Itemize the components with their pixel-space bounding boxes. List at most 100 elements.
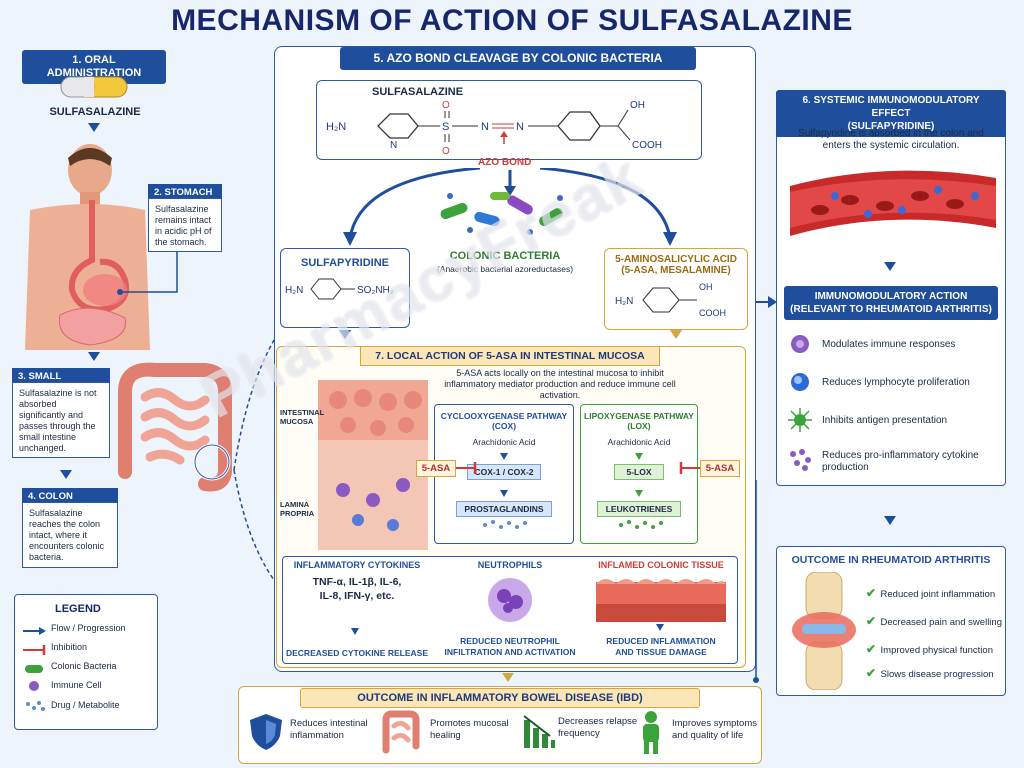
- step6-text: Sulfapyridine is absorbed in the colon a…: [798, 128, 984, 151]
- 5asa-tag-cox: 5-ASA: [416, 460, 456, 477]
- step1-drug-label: SULFASALAZINE: [49, 106, 141, 118]
- step5-header: 5. AZO BOND CLEAVAGE BY COLONIC BACTERIA: [340, 47, 696, 70]
- immuno-item: Inhibits antigen presentation: [822, 415, 948, 426]
- ra-item-text: Improved physical function: [880, 645, 993, 656]
- page-title: MECHANISM OF ACTION OF SULFASALAZINE: [171, 4, 853, 37]
- lymphocyte-icon: [791, 373, 809, 391]
- immuno-item: Modulates immune responses: [822, 339, 956, 350]
- legend-item: Immune Cell: [51, 680, 102, 690]
- cleavage-arrows: [343, 168, 677, 246]
- immuno-header: IMMUNOMODULATORY ACTION (RELEVANT TO RHE…: [784, 286, 998, 320]
- step4-header: 4. COLON: [22, 488, 118, 505]
- carboxyl-label: COOH: [632, 140, 662, 151]
- azo-nitrogen-label: N: [481, 121, 489, 133]
- lox-pathway-box: LIPOXYGENASE PATHWAY (LOX) Arachidonic A…: [580, 404, 698, 544]
- neutrophils-result-2: INFILTRATION AND ACTIVATION: [444, 647, 576, 657]
- ra-header: OUTCOME IN RHEUMATOID ARTHRITIS: [791, 554, 991, 566]
- azo-nitrogen-label: N: [516, 121, 524, 133]
- ra-item: ✔ Reduced joint inflammation: [866, 584, 995, 602]
- neutrophils-result-1: REDUCED NEUTROPHIL: [460, 636, 560, 646]
- ra-item-text: Decreased pain and swelling: [880, 617, 1002, 628]
- lox-enzyme: 5-LOX: [614, 464, 664, 480]
- legend-box: LEGEND Flow / Progression Inhibition Col…: [14, 594, 158, 730]
- leukotriene-dots: [619, 520, 663, 529]
- flow-arrow: [60, 470, 72, 479]
- amine-label: H₂N: [615, 296, 633, 307]
- immune-cell-icon: [791, 335, 809, 353]
- lox-substrate: Arachidonic Acid: [607, 437, 671, 447]
- tissue-title: INFLAMED COLONIC TISSUE: [598, 560, 724, 570]
- hydroxyl-label: OH: [630, 100, 645, 111]
- immuno-header-line1: IMMUNOMODULATORY ACTION: [814, 291, 968, 302]
- ibd-item-line: frequency: [558, 728, 600, 739]
- cox-subtitle: (COX): [491, 421, 517, 431]
- ibd-item-line: healing: [430, 730, 461, 741]
- ibd-item-line: Improves symptoms: [672, 718, 757, 729]
- cox-pathway-box: CYCLOOXYGENASE PATHWAY (COX) Arachidonic…: [434, 404, 574, 544]
- step6-header-line1: 6. SYSTEMIC IMMUNOMODULATORY EFFECT: [802, 95, 980, 119]
- step3-text: Sulfasalazine is not absorbed significan…: [12, 382, 110, 458]
- flow-arrow: [656, 624, 664, 631]
- sulfur-label: S: [442, 121, 449, 133]
- ra-item: ✔ Slows disease progression: [866, 664, 994, 682]
- lox-title: LIPOXYGENASE PATHWAY: [584, 411, 694, 421]
- step6-header-line2: (SULFAPYRIDINE): [847, 121, 935, 132]
- blood-vessel-illustration: [790, 170, 996, 236]
- flow-arrow: [756, 296, 777, 308]
- step4-text: Sulfasalazine reaches the colon intact, …: [22, 502, 118, 568]
- legend-flow-icon: [23, 623, 47, 641]
- inflamed-tissue-illustration: [596, 579, 726, 622]
- oxygen-label: O: [442, 146, 450, 157]
- legend-item: Flow / Progression: [51, 623, 126, 633]
- ibd-item-line: Decreases relapse: [558, 716, 638, 727]
- flow-arrow: [88, 352, 100, 361]
- neutrophils-title: NEUTROPHILS: [477, 560, 543, 570]
- human-torso-illustration: [10, 140, 150, 350]
- sulfasalazine-structure: H₂N N S O O N N OH COOH: [326, 100, 662, 157]
- ibd-header: OUTCOME IN INFLAMMATORY BOWEL DISEASE (I…: [300, 688, 700, 708]
- ra-item-text: Slows disease progression: [880, 669, 994, 680]
- step2-text: Sulfasalazine remains intact in acidic p…: [148, 198, 222, 252]
- cox-enzyme: COX-1 / COX-2: [467, 464, 541, 480]
- flow-arrow: [884, 262, 896, 271]
- amine-label: H₂N: [285, 285, 303, 296]
- antigen-cell-icon: [788, 408, 812, 432]
- cytokines-result: DECREASED CYTOKINE RELEASE: [285, 648, 428, 658]
- sulfapyridine-box: SULFAPYRIDINE H₂N SO₂NH₂: [280, 248, 410, 328]
- 5asa-title: 5-AMINOSALICYLIC ACID: [615, 254, 737, 265]
- 5asa-box: 5-AMINOSALICYLIC ACID (5-ASA, MESALAMINE…: [604, 248, 748, 330]
- carboxyl-label: COOH: [699, 308, 726, 318]
- ring-nitrogen-label: N: [390, 140, 397, 151]
- ibd-item-line: inflammation: [290, 730, 344, 741]
- dashed-connector: [233, 339, 275, 581]
- tissue-result-1: REDUCED INFLAMMATION: [606, 636, 716, 646]
- mucosa-illustration: [318, 380, 428, 550]
- flow-arrow: [88, 123, 100, 132]
- connector-line: [753, 480, 759, 683]
- legend-inhibition-icon: [23, 642, 47, 660]
- 5asa-subtitle: (5-ASA, MESALAMINE): [621, 265, 731, 276]
- legend-bacteria-icon: [23, 661, 47, 679]
- capsule-icon: [60, 76, 128, 98]
- legend-drug-icon: [23, 699, 47, 717]
- flow-arrow: [502, 673, 514, 682]
- 5asa-structure: H₂N OH COOH: [615, 282, 726, 318]
- neutrophil-icon: [488, 578, 532, 622]
- step7-text: 5-ASA acts locally on the intestinal muc…: [444, 368, 676, 400]
- flow-arrow: [670, 330, 682, 339]
- cytokine-dots-icon: [790, 449, 811, 471]
- immuno-item: Reduces lymphocyte proliferation: [822, 377, 970, 388]
- ibd-item-line: Promotes mucosal: [430, 718, 509, 729]
- check-icon: ✔: [866, 666, 877, 680]
- flow-arrow: [884, 516, 896, 525]
- colonic-bacteria-icon: [440, 192, 563, 235]
- bar-chart-down-icon: [523, 715, 555, 748]
- knee-joint-illustration: [792, 572, 856, 690]
- ra-item-text: Reduced joint inflammation: [880, 589, 996, 600]
- ra-item: ✔ Improved physical function: [866, 640, 993, 658]
- legend-item: Inhibition: [51, 642, 88, 652]
- immuno-header-line2: (RELEVANT TO RHEUMATOID ARTHRITIS): [790, 304, 992, 315]
